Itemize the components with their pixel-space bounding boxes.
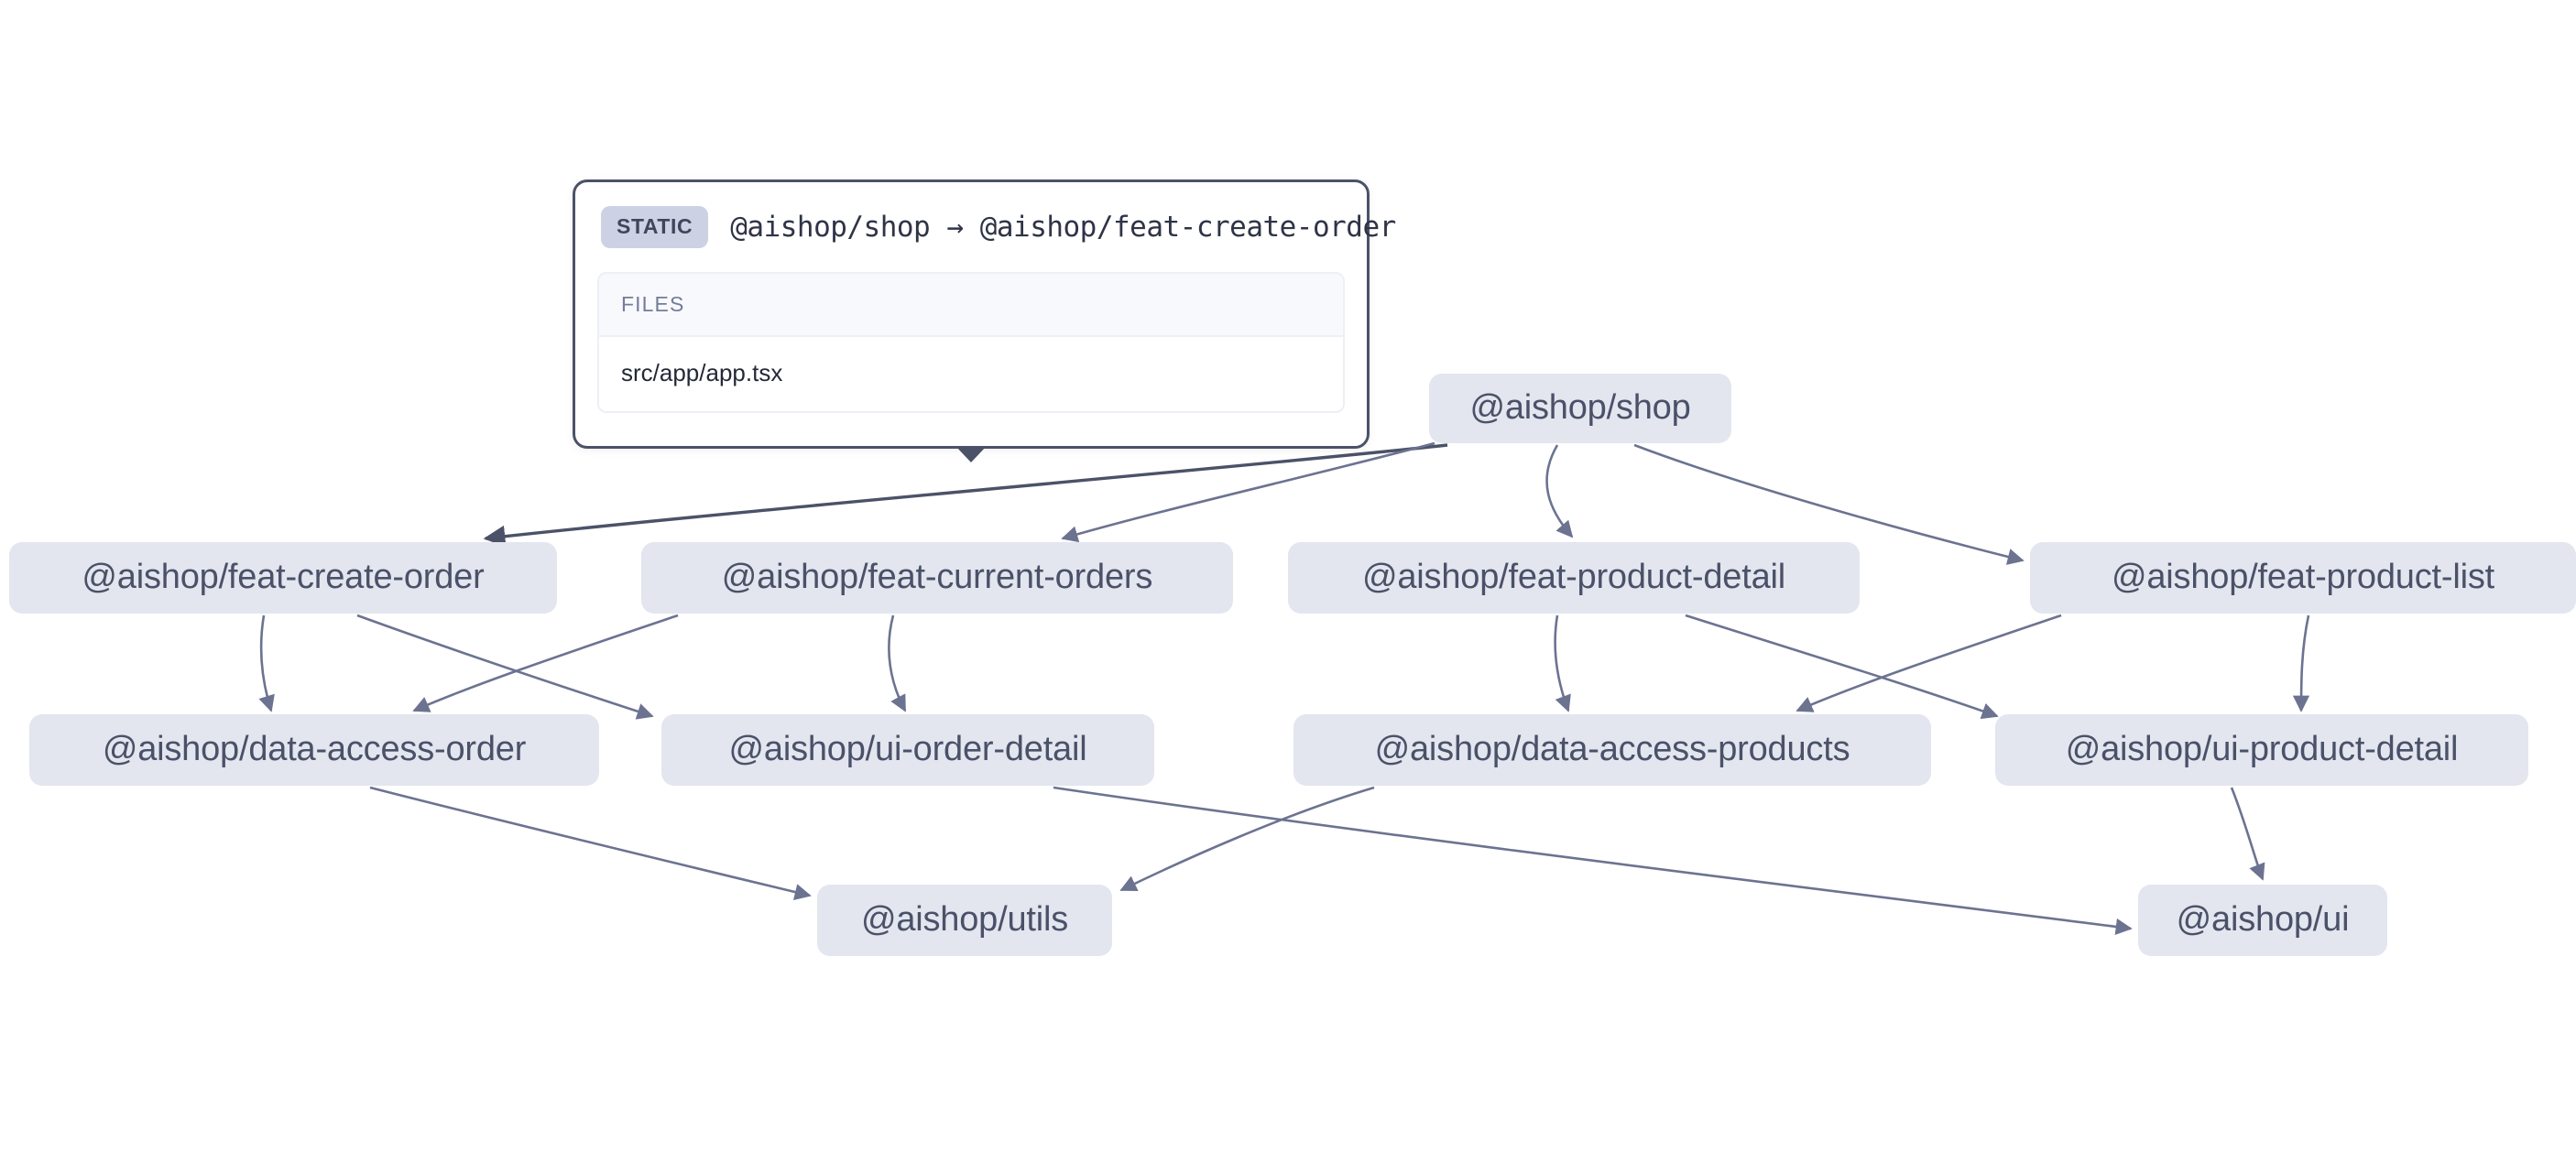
tooltip-pointer-icon <box>955 446 987 462</box>
edge-detail-tooltip[interactable]: STATIC @aishop/shop → @aishop/feat-creat… <box>573 179 1396 449</box>
edge-feat-create-order-to-data-access-order <box>258 614 275 712</box>
edge-feat-product-detail-to-ui-product-detail <box>1685 614 1999 720</box>
edge-feat-current-orders-to-ui-order-detail <box>888 614 907 712</box>
edge-shop-to-feat-current-orders <box>1061 441 1435 543</box>
graph-node-label: @aishop/utils <box>860 899 1069 939</box>
edge-feat-product-list-to-data-access-products <box>1796 614 2062 712</box>
edge-feat-current-orders-to-data-access-order <box>412 614 679 712</box>
edge-data-access-order-to-utils <box>369 786 812 900</box>
graph-node-feat-product-detail[interactable]: @aishop/feat-product-detail <box>1288 542 1860 614</box>
status-badge: STATIC <box>601 206 709 248</box>
edge-ui-order-detail-to-ui <box>1053 786 2133 935</box>
graph-node-label: @aishop/feat-product-detail <box>1362 557 1785 596</box>
edge-ui-product-detail-to-ui <box>2230 787 2265 881</box>
edge-data-access-products-to-utils <box>1119 786 1375 892</box>
graph-node-label: @aishop/feat-current-orders <box>721 557 1153 596</box>
graph-node-utils[interactable]: @aishop/utils <box>817 885 1112 956</box>
graph-node-ui-order-detail[interactable]: @aishop/ui-order-detail <box>661 714 1154 786</box>
edge-feat-product-detail-to-data-access-products <box>1554 614 1571 712</box>
graph-node-shop[interactable]: @aishop/shop <box>1429 374 1731 443</box>
files-table: FILES src/app/app.tsx <box>597 272 1345 413</box>
graph-node-label: @aishop/ui-product-detail <box>2065 729 2459 768</box>
graph-node-feat-product-list[interactable]: @aishop/feat-product-list <box>2030 542 2576 614</box>
graph-node-data-access-products[interactable]: @aishop/data-access-products <box>1293 714 1931 786</box>
tooltip-title: @aishop/shop → @aishop/feat-create-order <box>730 211 1396 244</box>
graph-node-label: @aishop/feat-create-order <box>82 557 485 596</box>
edge-shop-to-feat-product-detail <box>1545 444 1574 538</box>
edge-feat-create-order-to-ui-order-detail <box>356 614 654 720</box>
graph-node-ui-product-detail[interactable]: @aishop/ui-product-detail <box>1995 714 2528 786</box>
edge-feat-product-list-to-ui-product-detail <box>2292 614 2310 712</box>
graph-node-label: @aishop/feat-product-list <box>2112 557 2494 596</box>
graph-node-feat-create-order[interactable]: @aishop/feat-create-order <box>9 542 557 614</box>
graph-node-ui[interactable]: @aishop/ui <box>2138 885 2387 956</box>
graph-node-data-access-order[interactable]: @aishop/data-access-order <box>29 714 599 786</box>
graph-node-feat-current-orders[interactable]: @aishop/feat-current-orders <box>641 542 1233 614</box>
graph-node-label: @aishop/ui-order-detail <box>728 729 1087 768</box>
tooltip-header: STATIC @aishop/shop → @aishop/feat-creat… <box>575 182 1396 248</box>
files-table-row[interactable]: src/app/app.tsx <box>599 337 1343 411</box>
graph-node-label: @aishop/ui <box>2176 899 2350 939</box>
files-table-header: FILES <box>599 274 1343 337</box>
graph-node-label: @aishop/data-access-order <box>102 729 527 768</box>
graph-node-label: @aishop/data-access-products <box>1374 729 1850 768</box>
graph-node-label: @aishop/shop <box>1469 387 1691 427</box>
